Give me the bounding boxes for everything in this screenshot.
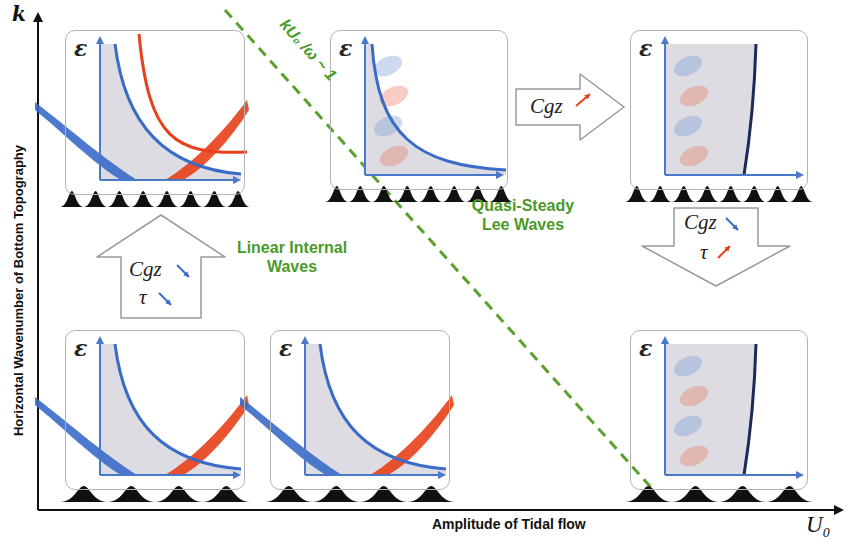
wave-beam xyxy=(35,397,137,475)
lee-wave-cell xyxy=(677,82,712,111)
panel-axis xyxy=(99,38,101,180)
panel-illustration xyxy=(625,38,813,202)
panel-axis xyxy=(665,474,802,476)
panel-axis xyxy=(100,179,239,181)
parameter-symbol: Cgz xyxy=(530,94,563,119)
dissipation-curve xyxy=(372,44,506,170)
axis-title: Horizontal Wavenumber of Bottom Topograp… xyxy=(12,144,27,435)
panel-axis xyxy=(664,38,666,175)
arrow-outline xyxy=(516,74,624,140)
dissipation-symbol: ε xyxy=(339,35,352,61)
dissipation-panel: ε xyxy=(630,330,808,490)
wave-beam xyxy=(35,102,137,180)
wave-beam xyxy=(240,397,342,475)
bottom-topography xyxy=(265,486,455,502)
panel-illustration xyxy=(625,338,813,502)
trend-arrowhead xyxy=(584,94,590,100)
transition-arrow: Cgz τ xyxy=(95,213,227,320)
dissipation-area xyxy=(365,44,506,175)
x-axis xyxy=(38,509,842,511)
dissipation-curve xyxy=(320,344,446,469)
panel-axis xyxy=(664,338,666,475)
lee-wave-cell xyxy=(671,112,706,141)
arrow-outline xyxy=(97,215,225,318)
dissipation-panel: ε xyxy=(270,330,450,490)
dissipation-area xyxy=(665,44,756,175)
panel-axis xyxy=(100,474,239,476)
dissipation-symbol: ε xyxy=(639,335,652,361)
dissipation-area xyxy=(305,344,446,475)
dissipation-symbol: ε xyxy=(74,35,87,61)
arrow-outline xyxy=(642,208,790,286)
lee-wave-cell xyxy=(671,352,706,381)
trend-arrow xyxy=(576,94,590,106)
axis-title: Amplitude of Tidal flow xyxy=(432,516,586,532)
dissipation-panel: ε xyxy=(330,30,508,190)
lee-wave-cell xyxy=(677,142,712,171)
dissipation-panel: ε xyxy=(630,30,808,190)
dissipation-area xyxy=(100,44,241,180)
dissipation-area xyxy=(665,344,756,475)
panel-axis xyxy=(364,38,366,175)
dissipation-symbol: ε xyxy=(639,35,652,61)
transition-arrow: Cgz τ xyxy=(640,206,792,288)
panel-illustration xyxy=(325,38,513,202)
trend-arrow xyxy=(159,293,171,305)
axis-symbol: k xyxy=(12,2,26,26)
trend-arrow xyxy=(718,246,730,258)
dissipation-curve xyxy=(744,344,756,475)
trend-arrow xyxy=(726,218,738,230)
lee-wave-cell xyxy=(677,382,712,411)
dissipation-panel: ε xyxy=(65,330,245,490)
trend-arrowhead xyxy=(183,271,189,277)
trend-arrowhead xyxy=(724,246,730,252)
parameter-symbol: Cgz xyxy=(129,257,162,282)
trend-arrowhead xyxy=(732,224,738,230)
bottom-topography xyxy=(60,191,250,207)
panel-axis xyxy=(365,174,502,176)
lee-wave-cell xyxy=(671,52,706,81)
lee-wave-cell xyxy=(677,442,712,471)
panel-illustration xyxy=(35,34,250,207)
y-axis xyxy=(37,14,39,510)
regime-label: Quasi-Steady Lee Waves xyxy=(462,196,584,234)
panel-axis xyxy=(99,338,101,475)
transition-arrow: Cgz xyxy=(514,72,626,142)
dissipation-curve xyxy=(115,344,241,469)
dissipation-symbol: ε xyxy=(74,335,87,361)
dissipation-area xyxy=(100,344,241,475)
dissipation-curve xyxy=(115,44,241,174)
regime-label: Linear Internal Waves xyxy=(234,238,350,276)
regime-boundary xyxy=(225,10,655,492)
dissipation-curve xyxy=(139,34,247,152)
parameter-symbol: Cgz xyxy=(684,210,717,235)
trend-arrowhead xyxy=(165,299,171,305)
parameter-symbol: τ xyxy=(700,240,708,265)
dissipation-curve xyxy=(744,44,756,175)
dissipation-panel: ε xyxy=(65,30,245,195)
trend-arrow xyxy=(177,265,189,277)
parameter-symbol: τ xyxy=(139,285,147,310)
panel-axis xyxy=(304,338,306,475)
lee-wave-cell xyxy=(671,412,706,441)
lee-wave-cell xyxy=(377,142,412,171)
bottom-topography xyxy=(625,486,813,502)
bottom-topography xyxy=(60,486,250,502)
bottom-topography xyxy=(625,186,813,202)
panel-axis xyxy=(665,174,802,176)
panel-illustration xyxy=(240,338,455,502)
axis-symbol: U₀ xyxy=(806,512,831,538)
dissipation-symbol: ε xyxy=(279,335,292,361)
panel-illustration xyxy=(35,338,250,502)
panel-axis xyxy=(305,474,444,476)
